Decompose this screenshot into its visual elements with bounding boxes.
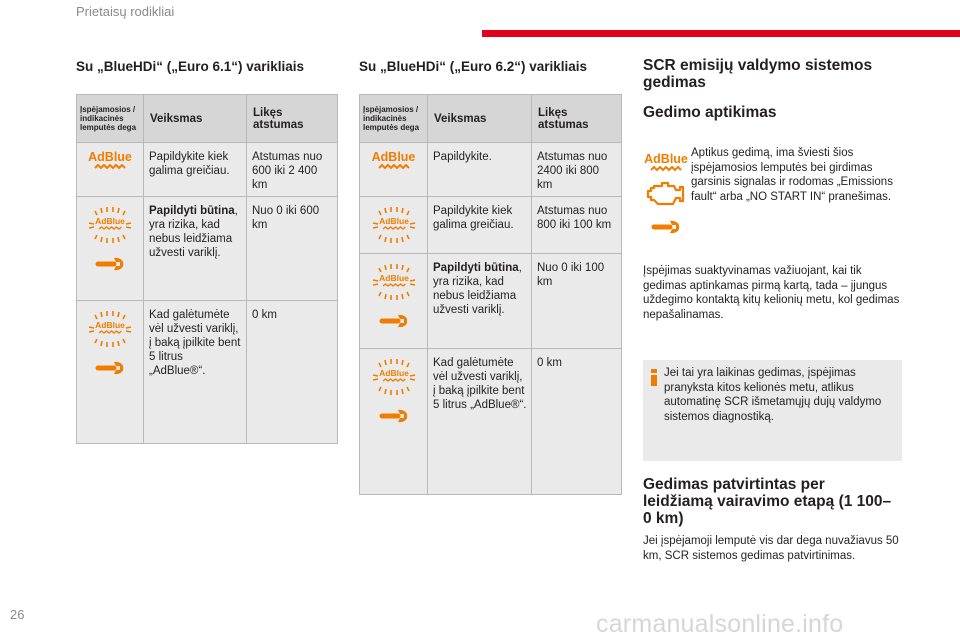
action-cell: Papildykite. — [427, 142, 532, 197]
header-accent-bar — [482, 30, 960, 37]
watermark: carmanualsonline.info — [596, 610, 844, 638]
confirmed-text: Jei įspėjamoji lemputė vis dar dega nuva… — [643, 535, 899, 562]
info-text: Jei tai yra laikinas gedimas, įspėjimas … — [664, 367, 882, 423]
action-cell: Kad galėtumėte vėl užvesti variklį, į ba… — [143, 300, 247, 444]
service-wrench-icon — [94, 359, 126, 377]
adblue-warning-icon: AdBlue — [87, 151, 133, 170]
adblue-warning-icon: AdBlue — [643, 153, 689, 172]
indicator-cell — [76, 300, 144, 444]
action-rest: , yra rizika, kad nebus leidžiama užvest… — [433, 262, 522, 316]
header-distance: Likęs atstumas — [531, 94, 622, 143]
action-cell: Kad galėtumėte vėl užvesti variklį, į ba… — [427, 348, 532, 495]
action-cell: Papildykite kiek galima greičiau. — [143, 142, 247, 197]
action-cell: Papildyti būtina, yra rizika, kad nebus … — [427, 253, 532, 349]
action-bold: Papildyti būtina — [149, 205, 235, 217]
table-row: Kad galėtumėte vėl užvesti variklį, į ba… — [76, 300, 338, 444]
distance-cell: Atstumas nuo 600 iki 2 400 km — [246, 142, 338, 197]
info-icon — [651, 369, 657, 386]
confirmed-title: Gedimas patvirtintas per leidžiamą vaira… — [643, 476, 892, 527]
distance-cell: Nuo 0 iki 100 km — [531, 253, 622, 349]
header-title: Prietaisų rodikliai — [76, 4, 175, 19]
indicator-cell — [359, 348, 428, 495]
activation-text: Įspėjimas suaktyvinamas važiuojant, kai … — [643, 265, 900, 321]
adblue-warning-icon: AdBlue — [371, 151, 417, 170]
adblue-flashing-icon — [88, 206, 132, 244]
service-wrench-icon — [94, 255, 126, 273]
action-cell: Papildykite kiek galima greičiau. — [427, 196, 532, 254]
indicator-cell — [359, 253, 428, 349]
action-cell: Papildyti būtina, yra rizika, kad nebus … — [143, 196, 247, 301]
table-header-row: Įspėjamosios / indikacinės lemputės dega… — [76, 94, 338, 143]
adblue-flashing-icon — [371, 263, 416, 301]
table-row: Papildyti būtina, yra rizika, kad nebus … — [76, 196, 338, 301]
table-header-row: Įspėjamosios / indikacinės lemputės dega… — [359, 94, 622, 143]
service-wrench-icon — [650, 218, 682, 236]
action-rest: , yra rizika, kad nebus leidžiama užvest… — [149, 205, 238, 259]
distance-cell: Atstumas nuo 800 iki 100 km — [531, 196, 622, 254]
right-warning-table: Įspėjamosios / indikacinės lemputės dega… — [359, 94, 622, 495]
distance-cell: Atstumas nuo 2400 iki 800 km — [531, 142, 622, 197]
distance-cell: Nuo 0 iki 600 km — [246, 196, 338, 301]
detection-icons: AdBlue — [643, 150, 689, 236]
adblue-flashing-icon — [371, 358, 416, 396]
header-action: Veiksmas — [143, 94, 247, 143]
left-warning-table: Įspėjamosios / indikacinės lemputės dega… — [76, 94, 338, 444]
table-row: Papildyti būtina, yra rizika, kad nebus … — [359, 253, 622, 349]
detection-title: Gedimo aptikimas — [643, 104, 777, 121]
distance-cell: 0 km — [246, 300, 338, 444]
distance-cell: 0 km — [531, 348, 622, 495]
indicator-cell: AdBlue — [76, 142, 144, 197]
header-indicator: Įspėjamosios / indikacinės lemputės dega — [359, 94, 428, 143]
header-distance: Likęs atstumas — [246, 94, 338, 143]
header-indicator: Įspėjamosios / indikacinės lemputės dega — [76, 94, 144, 143]
engine-warning-icon — [646, 181, 685, 206]
adblue-flashing-icon — [88, 310, 132, 348]
indicator-cell: AdBlue — [359, 142, 428, 197]
detection-text: Aptikus gedimą, ima šviesti šios įspėjam… — [691, 147, 893, 203]
indicator-cell — [359, 196, 428, 254]
info-box: Jei tai yra laikinas gedimas, įspėjimas … — [643, 360, 902, 461]
table-row: AdBlue Papildykite kiek galima greičiau.… — [76, 142, 338, 197]
adblue-flashing-icon — [371, 206, 416, 244]
action-bold: Papildyti būtina — [433, 262, 519, 274]
header-action: Veiksmas — [427, 94, 532, 143]
right-table-title: Su „BlueHDi“ („Euro 6.2“) varikliais — [359, 59, 588, 74]
indicator-cell — [76, 196, 144, 301]
service-wrench-icon — [378, 312, 410, 330]
left-table-title: Su „BlueHDi“ („Euro 6.1“) varikliais — [76, 59, 305, 74]
table-row: Papildykite kiek galima greičiau. Atstum… — [359, 196, 622, 254]
table-row: Kad galėtumėte vėl užvesti variklį, į ba… — [359, 348, 622, 495]
service-wrench-icon — [378, 407, 410, 425]
table-row: AdBlue Papildykite. Atstumas nuo 2400 ik… — [359, 142, 622, 197]
page-number: 26 — [10, 607, 25, 622]
scr-section-title: SCR emisijų valdymo sistemos gedimas — [643, 57, 873, 91]
